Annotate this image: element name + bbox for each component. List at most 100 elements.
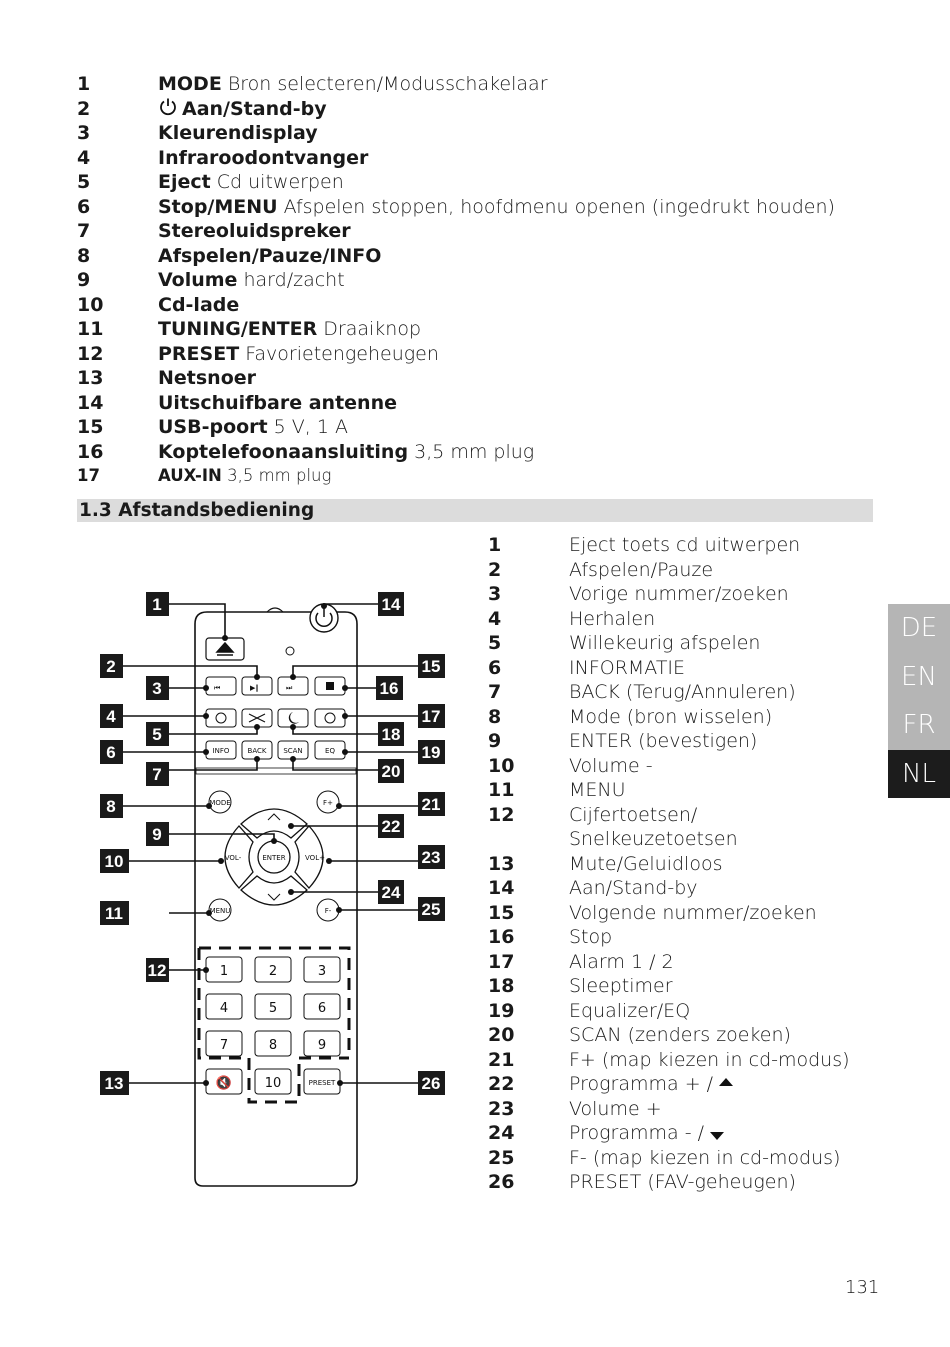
callout-1 [146, 592, 169, 616]
callout-22 [378, 814, 404, 838]
svg-text:9: 9 [318, 1038, 326, 1053]
callout-15 [418, 654, 445, 678]
prog-down-button [240, 875, 308, 906]
key-9 [303, 1030, 341, 1057]
key-4 [205, 993, 243, 1020]
svg-text:SCAN: SCAN [283, 747, 302, 755]
key-6 [303, 993, 341, 1020]
play-pause-icon: ▶‖ [250, 684, 259, 692]
svg-text:24: 24 [382, 883, 401, 902]
eject-icon [215, 641, 235, 656]
svg-text:12: 12 [148, 961, 167, 980]
lang-tab-en[interactable]: EN [888, 652, 950, 701]
callout-5 [146, 722, 169, 746]
vol-plus-button [294, 825, 324, 889]
callout-3 [146, 676, 169, 700]
lang-tab-de[interactable]: DE [888, 604, 950, 653]
svg-text:MENU: MENU [210, 907, 231, 915]
svg-text:MODE: MODE [209, 799, 230, 807]
callout-20 [378, 759, 404, 783]
alarm-button [314, 708, 346, 728]
vol-minus-button [224, 825, 254, 889]
callout-4 [100, 704, 123, 728]
svg-text:BACK: BACK [248, 747, 267, 755]
chevron-up-icon [267, 813, 281, 821]
svg-text:VOL-: VOL- [225, 854, 242, 862]
callout-2 [100, 654, 123, 678]
callout-26 [418, 1071, 445, 1095]
svg-text:18: 18 [382, 725, 401, 744]
callout-9 [146, 822, 169, 846]
svg-text:8: 8 [106, 797, 115, 816]
callout-17 [418, 704, 445, 728]
repeat-icon [215, 712, 227, 724]
svg-text:10: 10 [265, 1076, 282, 1091]
svg-text:9: 9 [152, 825, 161, 844]
shuffle-icon [248, 713, 266, 723]
svg-text:ENTER: ENTER [262, 854, 285, 862]
svg-text:4: 4 [220, 1001, 228, 1016]
svg-text:3: 3 [318, 964, 326, 979]
svg-text:23: 23 [422, 848, 441, 867]
svg-text:F+: F+ [323, 799, 333, 807]
svg-text:22: 22 [382, 817, 401, 836]
moon-icon [288, 712, 299, 724]
svg-text:20: 20 [382, 762, 401, 781]
prev-icon: ⏮ [214, 684, 220, 692]
svg-text:VOL+: VOL+ [305, 854, 325, 862]
section-header: 1.3 Afstandsbediening [77, 499, 873, 522]
callout-25 [418, 897, 445, 921]
stop-icon [326, 682, 334, 690]
svg-text:5: 5 [269, 1001, 277, 1016]
key-8 [254, 1030, 292, 1057]
mode-button [208, 790, 232, 814]
lang-tab-fr[interactable]: FR [888, 701, 950, 750]
callout-18 [378, 722, 404, 746]
svg-text:17: 17 [422, 707, 441, 726]
callout-11 [100, 901, 129, 925]
svg-text:8: 8 [269, 1038, 277, 1053]
callout-21 [418, 792, 445, 816]
page-number: 131 [845, 1277, 880, 1298]
svg-text:21: 21 [422, 795, 441, 814]
power-icon [160, 98, 176, 115]
svg-text:2: 2 [106, 657, 115, 676]
next-icon: ⏭ [286, 684, 293, 692]
lang-tab-nl[interactable]: NL [888, 749, 950, 798]
svg-text:15: 15 [422, 657, 441, 676]
repeat-button [205, 708, 237, 728]
fplus-button [316, 790, 340, 814]
svg-text:11: 11 [105, 904, 123, 923]
ir-led [285, 646, 295, 656]
prev-button [205, 676, 237, 696]
svg-text:6: 6 [106, 743, 115, 762]
remote-control-illustration: ⏮ ▶‖ ⏭ INFO BACK SCAN EQ MODE F+ VOL- VO… [100, 592, 445, 1187]
key-3 [303, 956, 341, 983]
svg-text:7: 7 [220, 1038, 228, 1053]
key-2 [254, 956, 292, 983]
callout-6 [100, 740, 123, 764]
svg-text:5: 5 [152, 725, 161, 744]
svg-text:19: 19 [422, 743, 441, 762]
svg-text:1: 1 [152, 595, 161, 614]
callout-8 [100, 794, 123, 818]
